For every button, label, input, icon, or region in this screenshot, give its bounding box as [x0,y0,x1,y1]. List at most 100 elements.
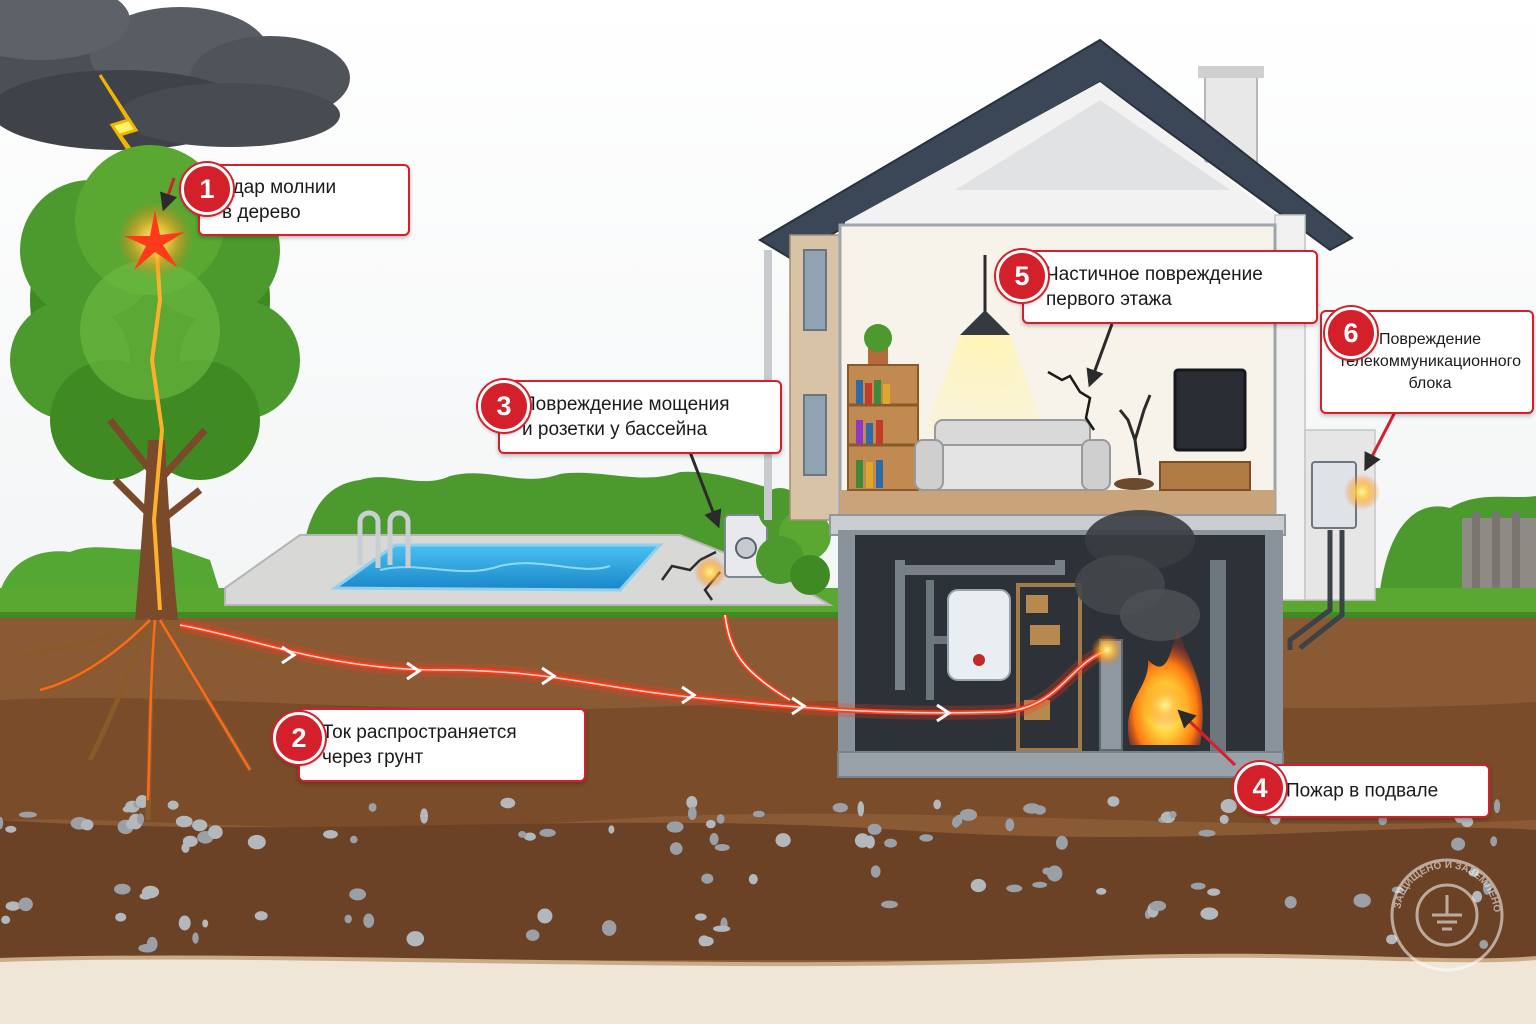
pebble [518,831,527,838]
pebble [716,814,725,824]
pebble [135,795,149,808]
pebble [537,908,553,924]
pebble [1451,837,1466,851]
pebble [192,819,208,832]
callout-3-pool-damage: Повреждение мощения и розетки у бассейна [498,380,782,454]
callout-1-tree-strike: Удар молнии в дерево [198,164,410,236]
current-direction-arrows [281,645,952,723]
pebble [752,810,765,818]
pebble [748,874,758,885]
pebble [1461,816,1474,828]
storm-cloud [0,0,350,150]
pebble [523,832,536,841]
current-arrow [406,661,422,681]
wall-crack [1047,370,1096,431]
pebble [714,844,730,851]
callout-2-line-1: Ток распространяется [322,722,517,743]
pebble [602,920,617,936]
pebble [1198,829,1216,837]
tv [1173,368,1247,452]
callout-2-badge: 2 [273,712,325,764]
pebble [699,936,714,947]
pebble [192,932,199,944]
pebble [1169,811,1177,819]
pebble [686,796,698,809]
pebble [1047,865,1063,882]
pebble [1207,888,1221,896]
pebble [1107,796,1120,807]
pebble [1483,881,1492,895]
pebble [167,800,179,810]
pebble [1386,934,1398,945]
pebble [18,897,33,912]
pebble [1032,881,1048,888]
pebble [182,835,198,847]
current-arrow [936,703,952,723]
pebble [884,838,897,848]
pebble [81,819,94,831]
callout-6-line-3: блока [1408,375,1452,392]
pebble [5,901,21,911]
callout-2-ground-current: Ток распространяется через грунт [298,708,586,782]
pebble [1006,884,1023,893]
ceiling-lamp [960,310,1010,335]
pebble [1149,900,1167,912]
pebble [254,911,268,921]
pool-area [224,510,834,606]
pebble [344,914,352,924]
pebble [526,929,540,941]
callout-6-line-1: Повреждение [1378,331,1482,348]
pebble [178,915,191,931]
current-arrow [541,666,557,686]
pebble [933,799,941,810]
callout-3-line-1: Повреждение мощения [522,394,730,415]
callout-5-line-2: первого этажа [1046,289,1172,310]
sofa [914,419,1111,491]
pebble [857,801,865,817]
pebble [1219,814,1229,825]
scorched-plant [1118,394,1152,476]
pebble [1190,882,1206,890]
pebble [952,816,960,828]
callout-4-line-1: Пожар в подвале [1286,780,1439,802]
pebble [202,919,209,928]
pebble [247,834,266,850]
callout-4-basement-fire: Пожар в подвале [1262,764,1490,818]
pebble [1468,868,1480,877]
ground-symbol-icon [1432,895,1462,931]
pebble [870,865,881,878]
water-heater [947,589,1011,681]
callout-3-badge: 3 [478,380,530,432]
pebble [115,912,127,922]
pebble [1472,890,1483,903]
soil-layers [0,618,1536,1024]
pebble [1284,896,1297,909]
pebble [959,808,978,821]
callout-6-line-2: телекоммуникационного [1339,353,1521,370]
bookshelf [847,364,919,491]
pebble [1033,805,1046,815]
pebble [500,797,516,809]
callout-1-badge: 1 [181,163,233,215]
pebble [368,803,377,812]
callout-6-badge: 6 [1325,307,1377,359]
pebble [146,936,158,952]
callout-pointers [160,177,1397,767]
callout-2-line-2: через грунт [322,747,424,768]
pebble [363,913,375,928]
pebble [1200,907,1219,920]
pebble [701,873,714,884]
callout-1-line-2: в дерево [222,202,301,223]
pebble [141,885,160,899]
current-arrow [791,696,807,716]
fence [1462,512,1536,596]
pebble [919,834,934,842]
pebble [669,842,683,855]
pebble [175,815,193,828]
callout-1-line-1: Удар молнии [222,177,337,198]
pebble [867,823,882,835]
pebble [713,925,731,932]
smoke [1075,510,1200,641]
pool-ladder [357,510,381,568]
